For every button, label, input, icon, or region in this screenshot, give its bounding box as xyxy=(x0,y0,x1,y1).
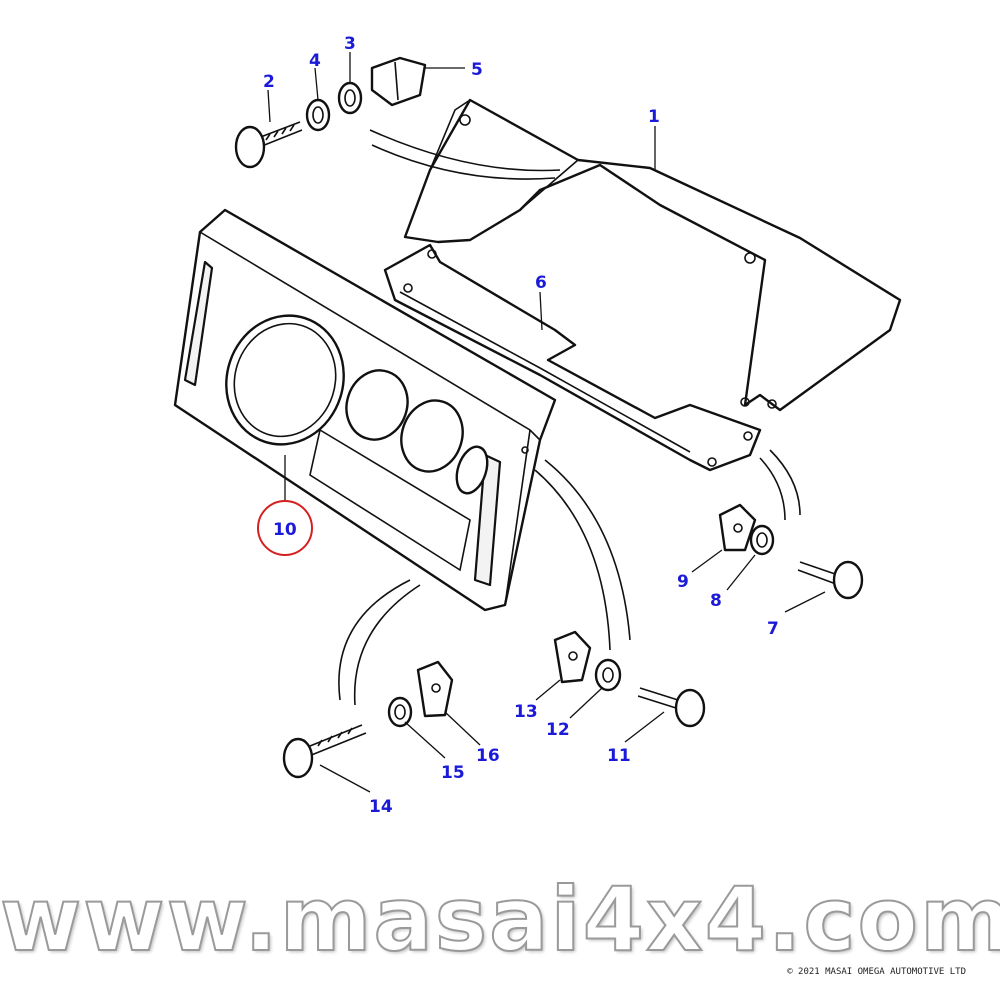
callout-2: 2 xyxy=(263,72,275,92)
part-4-spring-washer xyxy=(305,98,331,132)
callout-10: 10 xyxy=(273,520,297,540)
part-8-star-washer xyxy=(749,524,775,556)
callout-7: 7 xyxy=(767,619,779,639)
callout-labels: 1 2 3 4 5 6 7 8 9 10 11 12 13 14 15 16 xyxy=(257,34,779,817)
website-watermark: www.masai4x4.com xyxy=(0,867,1000,972)
callout-8: 8 xyxy=(710,591,722,611)
callout-6: 6 xyxy=(535,273,547,293)
highlight-ring-10 xyxy=(257,500,313,556)
part-12-washer xyxy=(594,658,622,692)
part-11-screw xyxy=(637,687,706,728)
wiring-loom-lines xyxy=(338,129,801,706)
leader-lines xyxy=(267,52,826,793)
part-15-star-washer xyxy=(387,696,413,728)
callout-4: 4 xyxy=(309,51,321,71)
part-1-instrument-housing xyxy=(403,98,902,412)
part-3-washer xyxy=(337,81,363,115)
callout-9: 9 xyxy=(677,572,689,592)
callout-13: 13 xyxy=(514,702,538,722)
callout-15: 15 xyxy=(441,763,465,783)
callout-14: 14 xyxy=(369,797,393,817)
callout-12: 12 xyxy=(546,720,570,740)
copyright-notice: © 2021 MASAI OMEGA AUTOMOTIVE LTD xyxy=(787,967,966,977)
part-6-mounting-bracket xyxy=(383,243,762,472)
callout-16: 16 xyxy=(476,746,500,766)
part-5-clip xyxy=(370,56,427,107)
part-9-spire-clip xyxy=(718,503,757,552)
callout-3: 3 xyxy=(344,34,356,54)
callout-5: 5 xyxy=(471,60,483,80)
callout-1: 1 xyxy=(648,107,660,127)
part-10-instrument-binnacle xyxy=(173,208,557,612)
part-13-spire-clip xyxy=(553,630,592,684)
part-16-spire-clip xyxy=(416,660,454,718)
callout-11: 11 xyxy=(607,746,631,766)
part-7-screw xyxy=(797,560,864,600)
part-14-screw xyxy=(282,724,367,779)
part-2-screw xyxy=(234,121,303,169)
